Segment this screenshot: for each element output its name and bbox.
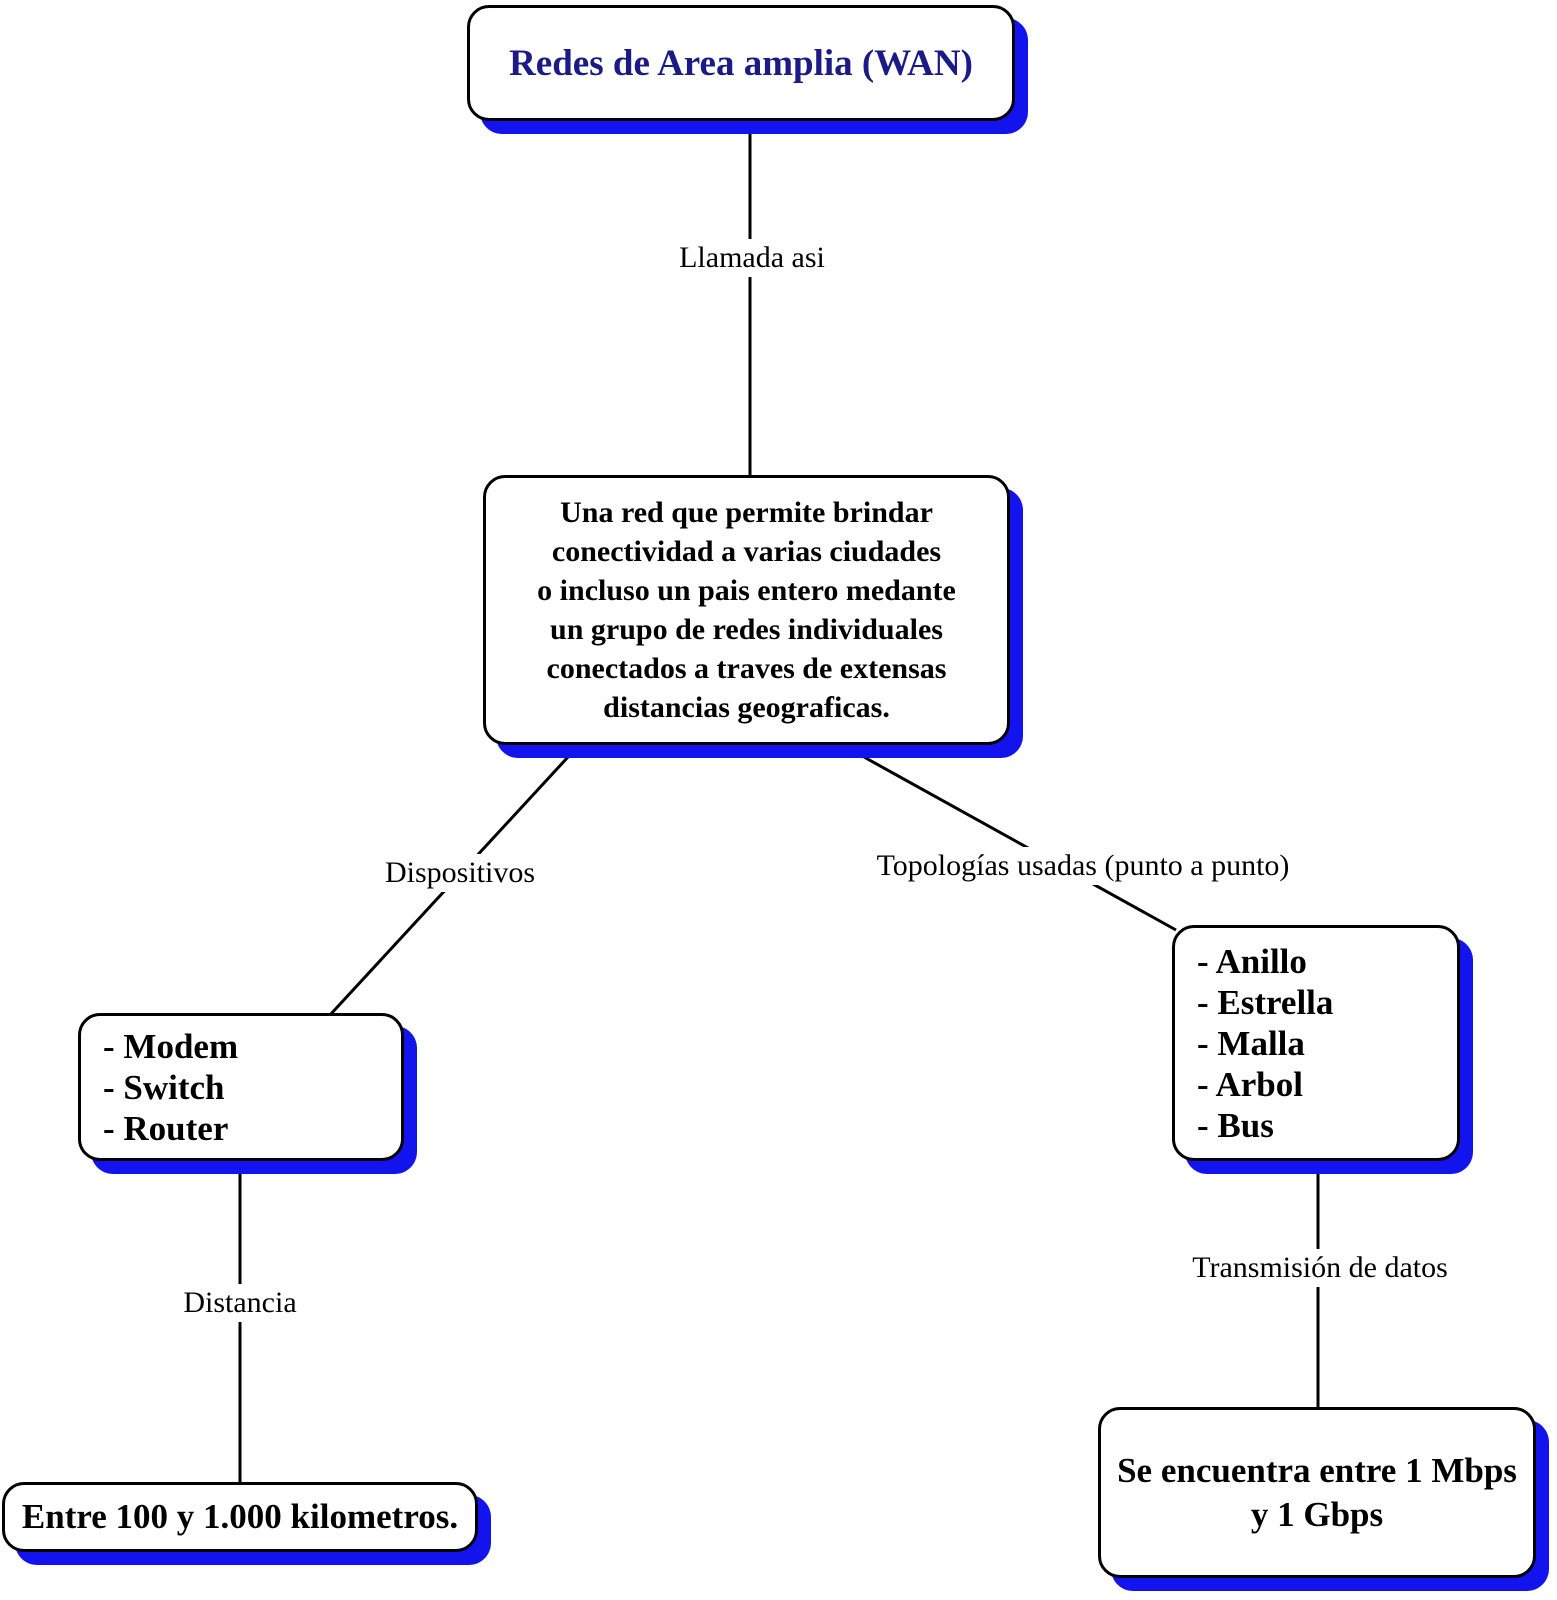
list-item: - Router: [103, 1108, 229, 1148]
link-label-llamada: Llamada asi: [669, 239, 835, 277]
node-topologies-list: - Anillo- Estrella- Malla- Arbol- Bus: [1172, 925, 1460, 1161]
list-item: - Malla: [1197, 1023, 1305, 1063]
node-wan-definition: Una red que permite brindar conectividad…: [483, 475, 1010, 745]
link-label-dispositivos: Dispositivos: [374, 854, 546, 892]
node-wan-title: Redes de Area amplia (WAN): [467, 5, 1015, 121]
node-distance-value: Entre 100 y 1.000 kilometros.: [2, 1482, 478, 1552]
node-transmission-value: Se encuentra entre 1 Mbps y 1 Gbps: [1098, 1407, 1536, 1578]
link-label-transmision: Transmisión de datos: [1182, 1249, 1458, 1287]
list-item: - Modem: [103, 1026, 239, 1066]
list-item: - Bus: [1197, 1105, 1274, 1145]
link-label-topologias: Topologías usadas (punto a punto): [866, 847, 1300, 885]
list-item: - Estrella: [1197, 982, 1334, 1022]
distance-value-text: Entre 100 y 1.000 kilometros.: [21, 1497, 459, 1536]
wan-title-text: Redes de Area amplia (WAN): [509, 42, 973, 84]
list-item: - Arbol: [1197, 1064, 1303, 1104]
link-label-distancia: Distancia: [173, 1284, 307, 1322]
list-item: - Switch: [103, 1067, 225, 1107]
node-devices-list: - Modem- Switch- Router: [78, 1013, 404, 1161]
list-item: - Anillo: [1197, 941, 1307, 981]
link-topologias-line: [863, 755, 1177, 932]
